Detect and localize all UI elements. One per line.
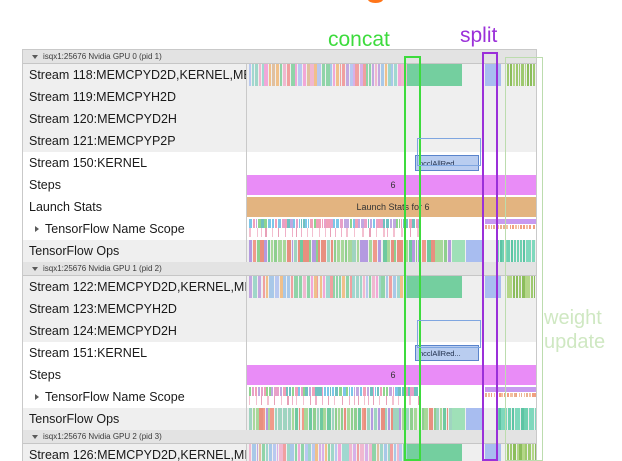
timeline-track[interactable] [247, 386, 536, 408]
timeline-row-label: Stream 122:MEMCPYD2D,KERNEL,MI [23, 276, 247, 298]
chevron-down-icon[interactable] [32, 434, 38, 439]
timeline-row-label: Stream 150:KERNEL [23, 152, 247, 174]
chevron-down-icon[interactable] [32, 54, 38, 59]
device-group-header-text: isqx1:25676 Nvidia GPU 0 (pid 1) [43, 52, 162, 61]
timeline-row-label: Stream 120:MEMCPYD2H [23, 108, 247, 130]
timeline-row-label-text: Launch Stats [29, 200, 102, 214]
timeline-row-label-text: Stream 123:MEMCPYH2D [29, 302, 177, 316]
timeline-row-label-text: Stream 121:MEMCPYP2P [29, 134, 176, 148]
chevron-right-icon[interactable] [35, 394, 39, 400]
annotation-weight-update-line2: update [544, 331, 606, 353]
timeline-row-label: Stream 124:MEMCPYD2H [23, 320, 247, 342]
device-group-header-text: isqx1:25676 Nvidia GPU 1 (pid 2) [43, 264, 162, 273]
timeline-row-label: TensorFlow Ops [23, 240, 247, 262]
timeline-track[interactable] [247, 86, 536, 108]
timeline-row[interactable]: TensorFlow Ops [23, 240, 536, 262]
timeline-track[interactable]: 6 [247, 364, 536, 386]
timeline-row[interactable]: TensorFlow Name Scope [23, 218, 536, 240]
timeline-track[interactable] [247, 408, 536, 430]
timeline-row-label-text: Stream 122:MEMCPYD2D,KERNEL,MI [29, 280, 247, 294]
timeline-row-label-text: Stream 150:KERNEL [29, 156, 148, 170]
timeline-row-label: TensorFlow Name Scope [23, 218, 247, 240]
timeline-row-label-text: Stream 118:MEMCPYD2D,KERNEL,ME [29, 68, 247, 82]
steps-bar[interactable]: 6 [247, 175, 536, 195]
annotation-split: split [460, 24, 498, 47]
timeline-row-label-text: TensorFlow Ops [29, 244, 120, 258]
timeline-row-label-text: Stream 126:MEMCPYD2D,KERNEL,MI [29, 448, 247, 461]
nccl-allreduce-block[interactable]: ncclAllRed... [415, 345, 479, 361]
chevron-down-icon[interactable] [32, 266, 38, 271]
timeline-track[interactable]: 6 [247, 174, 536, 196]
timeline-row-label: Steps [23, 364, 247, 386]
timeline-row-label-text: Stream 119:MEMCPYH2D [29, 90, 177, 104]
timeline-row[interactable]: Stream 122:MEMCPYD2D,KERNEL,MI [23, 276, 536, 298]
timeline-track[interactable] [247, 64, 536, 86]
device-group-header[interactable]: isqx1:25676 Nvidia GPU 0 (pid 1) [23, 50, 536, 64]
timeline-track[interactable] [247, 218, 536, 240]
steps-bar[interactable]: 6 [247, 365, 536, 385]
chevron-right-icon[interactable] [35, 226, 39, 232]
trace-viewer-panel: isqx1:25676 Nvidia GPU 0 (pid 1) Stream 1… [22, 49, 537, 461]
timeline-row-label: Stream 123:MEMCPYH2D [23, 298, 247, 320]
timeline-row[interactable]: Stream 118:MEMCPYD2D,KERNEL,ME [23, 64, 536, 86]
annotation-weight-update-line1: weight [544, 307, 602, 329]
orange-marker-icon [368, 0, 383, 3]
timeline-row-label: Stream 118:MEMCPYD2D,KERNEL,ME [23, 64, 247, 86]
timeline-track[interactable]: ncclAllRed... [247, 152, 536, 174]
timeline-row-label-text: TensorFlow Name Scope [45, 390, 185, 404]
device-group-header-text: isqx1:25676 Nvidia GPU 2 (pid 3) [43, 432, 162, 441]
timeline-row[interactable]: Stream 123:MEMCPYH2D [23, 298, 536, 320]
timeline-row-label: Stream 119:MEMCPYH2D [23, 86, 247, 108]
timeline-track[interactable]: ncclAllRed... [247, 342, 536, 364]
device-group-header[interactable]: isqx1:25676 Nvidia GPU 2 (pid 3) [23, 430, 536, 444]
timeline-row-label-text: Stream 124:MEMCPYD2H [29, 324, 177, 338]
timeline-row[interactable]: TensorFlow Name Scope [23, 386, 536, 408]
timeline-row[interactable]: Stream 151:KERNEL ncclAllRed... [23, 342, 536, 364]
timeline-row[interactable]: Steps 6 [23, 174, 536, 196]
timeline-row[interactable]: Stream 120:MEMCPYD2H [23, 108, 536, 130]
timeline-row-label-text: Steps [29, 368, 61, 382]
timeline-row[interactable]: Stream 119:MEMCPYH2D [23, 86, 536, 108]
nccl-allreduce-block[interactable]: ncclAllRed... [415, 155, 479, 171]
timeline-row[interactable]: Steps 6 [23, 364, 536, 386]
annotation-concat: concat [328, 28, 390, 51]
timeline-row[interactable]: Stream 121:MEMCPYP2P [23, 130, 536, 152]
timeline-track[interactable] [247, 240, 536, 262]
launch-stats-bar[interactable]: Launch Stats for 6 [247, 197, 536, 217]
timeline-row-label: Stream 151:KERNEL [23, 342, 247, 364]
timeline-track[interactable] [247, 130, 536, 152]
timeline-row-label-text: TensorFlow Name Scope [45, 222, 185, 236]
timeline-row-label: Launch Stats [23, 196, 247, 218]
timeline-row-label: Steps [23, 174, 247, 196]
timeline-row[interactable]: Stream 124:MEMCPYD2H [23, 320, 536, 342]
timeline-track[interactable] [247, 444, 536, 461]
timeline-track[interactable] [247, 108, 536, 130]
timeline-row-label-text: Steps [29, 178, 61, 192]
timeline-row-label: TensorFlow Name Scope [23, 386, 247, 408]
timeline-row[interactable]: Stream 150:KERNEL ncclAllRed... [23, 152, 536, 174]
timeline-row[interactable]: Stream 126:MEMCPYD2D,KERNEL,MI [23, 444, 536, 461]
timeline-track[interactable] [247, 320, 536, 342]
timeline-row-label-text: Stream 120:MEMCPYD2H [29, 112, 177, 126]
timeline-row-label: TensorFlow Ops [23, 408, 247, 430]
timeline-track[interactable] [247, 298, 536, 320]
timeline-row[interactable]: Launch Stats Launch Stats for 6 [23, 196, 536, 218]
timeline-row-label: Stream 126:MEMCPYD2D,KERNEL,MI [23, 444, 247, 461]
timeline-row-label-text: TensorFlow Ops [29, 412, 120, 426]
device-group-header[interactable]: isqx1:25676 Nvidia GPU 1 (pid 2) [23, 262, 536, 276]
timeline-track[interactable] [247, 276, 536, 298]
timeline-track[interactable]: Launch Stats for 6 [247, 196, 536, 218]
timeline-row-label: Stream 121:MEMCPYP2P [23, 130, 247, 152]
timeline-row[interactable]: TensorFlow Ops [23, 408, 536, 430]
timeline-row-label-text: Stream 151:KERNEL [29, 346, 148, 360]
